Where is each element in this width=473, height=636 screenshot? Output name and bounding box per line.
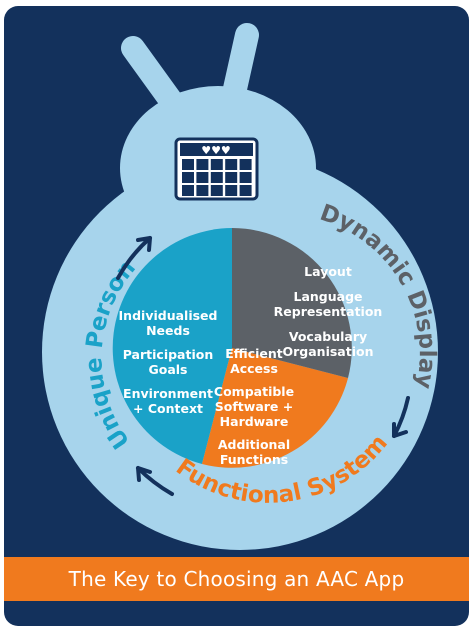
dynamic_display-item-line: Organisation (283, 344, 374, 359)
dynamic_display-item-line: Layout (304, 264, 352, 279)
segment-functional-system (202, 348, 348, 468)
device-grid-cell (196, 185, 209, 196)
unique_person-item-line: Individualised (119, 308, 218, 323)
device-grid-cell (210, 172, 223, 183)
curved-arrow-icon (392, 396, 410, 438)
device-grid-cell (182, 172, 194, 183)
device-grid-cell (225, 172, 238, 183)
functional_system-item-line: Software + (215, 399, 293, 414)
device-grid-cell (182, 159, 194, 170)
dynamic_display-item-line: Representation (274, 304, 383, 319)
functional_system-item-line: Hardware (220, 414, 289, 429)
device-grid-cell (225, 159, 238, 170)
curved-arrow-icon (116, 236, 152, 280)
unique-person-items: IndividualisedNeedsParticipationGoalsEnv… (119, 308, 218, 416)
functional_system-item-line: Additional (218, 437, 290, 452)
unique_person-item-line: Goals (148, 362, 187, 377)
device-grid-cell (210, 185, 223, 196)
unique_person-item-line: Needs (146, 323, 190, 338)
device-grid-cell (182, 185, 194, 196)
device-grid-cell (239, 159, 252, 170)
unique_person-item-line: Environment (123, 386, 213, 401)
banner-title: The Key to Choosing an AAC App (68, 567, 405, 591)
device-grid-cell (210, 159, 223, 170)
device-grid-cell (239, 185, 252, 196)
device-grid-cell (196, 159, 209, 170)
device-grid-cell (239, 172, 252, 183)
dynamic_display-item-line: Vocabulary (289, 329, 367, 344)
functional_system-item-line: Functions (220, 452, 288, 467)
functional_system-item-line: Compatible (214, 384, 294, 399)
device-grid-cell (196, 172, 209, 183)
functional_system-item-line: Access (230, 361, 278, 376)
device-grid-cell (225, 185, 238, 196)
title-banner: The Key to Choosing an AAC App (4, 557, 469, 601)
unique_person-item-line: + Context (133, 401, 203, 416)
unique_person-item-line: Participation (123, 347, 214, 362)
dynamic_display-item-line: Language (293, 289, 362, 304)
functional_system-item-line: Efficient (225, 346, 283, 361)
tablet-grid-hearts-icon: ♥♥♥ (174, 137, 259, 201)
segment-unique-person (112, 228, 232, 464)
curved-arrow-icon (136, 466, 174, 496)
segment-dynamic-display (232, 228, 352, 378)
svg-text:♥♥♥: ♥♥♥ (201, 144, 231, 157)
dynamic-display-items: LayoutLanguageRepresentationVocabularyOr… (274, 264, 383, 359)
